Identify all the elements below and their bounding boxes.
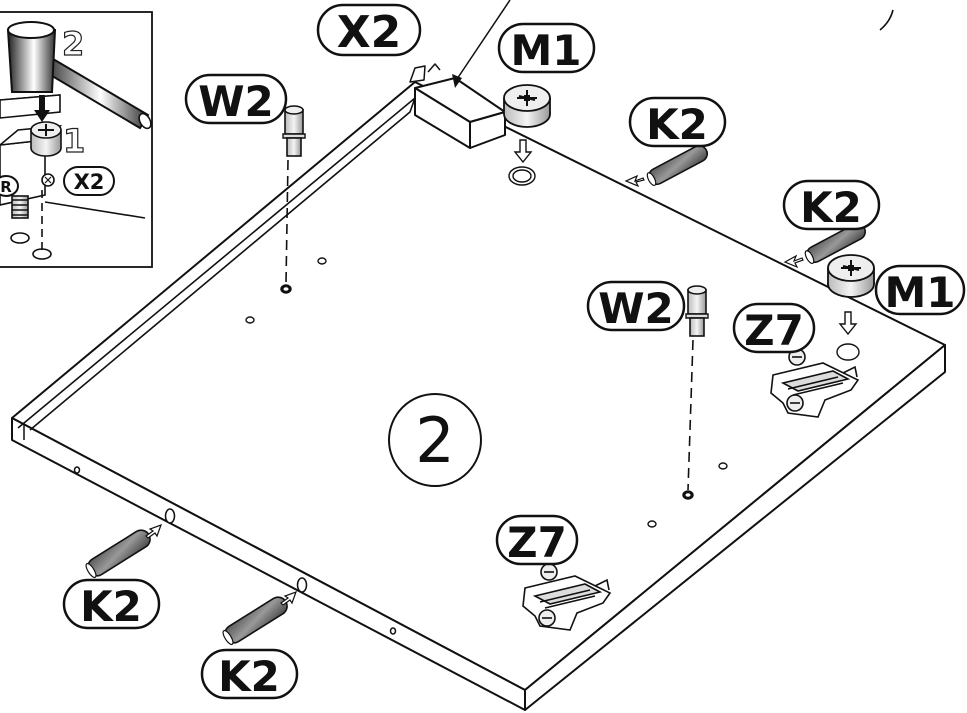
top-right-stroke: [879, 9, 894, 31]
face-hole: [283, 287, 289, 291]
label-m1-right: M1: [874, 264, 966, 317]
inset-side-mark: R: [0, 178, 12, 196]
arrow-icon: [452, 74, 462, 88]
step-number-label: 2: [415, 404, 454, 477]
wood-pin-icon: [222, 596, 288, 646]
label-x2-text: X2: [337, 7, 402, 58]
label-z7-right-text: Z7: [744, 306, 804, 355]
arrow-icon: [280, 590, 298, 606]
face-hole: [317, 257, 327, 265]
edge-hole: [73, 466, 81, 474]
label-z7-bottom: Z7: [495, 514, 579, 567]
label-k2-top-text: K2: [646, 100, 708, 149]
inset-label-x2: X2: [63, 166, 115, 196]
edge-hole: [389, 627, 397, 635]
dowel-icon: [282, 105, 306, 157]
label-k2-right-text: K2: [800, 183, 862, 232]
inset-step-a: 2: [62, 25, 84, 63]
face-hole: [245, 316, 255, 324]
label-k2-bottom-left-text: K2: [80, 582, 142, 631]
face-holes: [245, 166, 860, 528]
hinge-plate-icon: [770, 348, 860, 418]
dowel-icon: [685, 285, 709, 337]
cam-hole: [836, 343, 860, 361]
edge-hole: [164, 508, 176, 524]
guide-line: [687, 339, 694, 491]
label-w2-center: W2: [586, 280, 686, 333]
label-x2: X2: [316, 3, 422, 58]
face-hole: [685, 493, 691, 497]
arrow-icon: [145, 523, 163, 539]
label-m1-top: M1: [497, 22, 596, 75]
edge-hole: [296, 577, 308, 593]
x2-pointer: [452, 0, 511, 88]
arrow-icon: [783, 254, 804, 269]
edge-holes: [73, 466, 397, 635]
arrow-icon: [624, 174, 645, 188]
label-z7-bottom-text: Z7: [507, 518, 567, 567]
label-m1-top-text: M1: [510, 26, 581, 75]
inset-label-x2-text: X2: [74, 170, 105, 194]
down-arrow-m1-top: [513, 139, 533, 164]
step-number: 2: [388, 393, 482, 487]
down-arrow-m1-right: [838, 311, 858, 336]
cam-lock-icon: [827, 254, 875, 298]
label-k2-right: K2: [782, 179, 881, 232]
label-k2-bottom-center: K2: [200, 648, 299, 701]
cam-hole: [512, 169, 532, 183]
label-m1-right-text: M1: [884, 268, 955, 317]
label-z7-right: Z7: [732, 302, 816, 355]
hinge-plate-icon: [522, 563, 612, 631]
cam-lock-icon: [503, 84, 551, 128]
inset-step-b: 1: [63, 122, 85, 160]
x2-block: [409, 63, 506, 149]
label-w2-center-text: W2: [598, 284, 674, 333]
label-k2-bottom-left: K2: [62, 578, 161, 631]
panel-board: [11, 81, 946, 711]
wood-pin-icon: [85, 529, 151, 579]
label-w2-left-text: W2: [198, 77, 274, 126]
wood-pin-icon: [646, 144, 708, 187]
guide-line: [285, 159, 289, 285]
label-w2-left: W2: [184, 73, 288, 126]
label-k2-bottom-center-text: K2: [218, 652, 280, 701]
face-hole: [647, 520, 657, 528]
inset-detail: 2 1 R X2: [0, 11, 153, 268]
face-hole: [718, 462, 728, 470]
label-k2-top: K2: [628, 96, 727, 149]
